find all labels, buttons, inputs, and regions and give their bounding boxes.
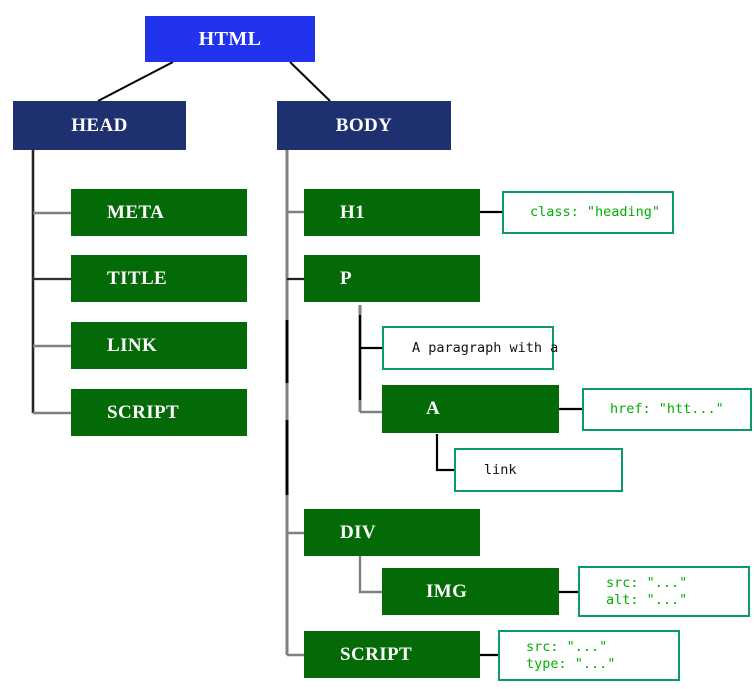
node-link-label: LINK	[107, 334, 158, 356]
node-head-script[interactable]: SCRIPT	[71, 389, 247, 436]
node-link[interactable]: LINK	[71, 322, 247, 369]
node-body-script-label: SCRIPT	[340, 643, 413, 665]
node-body-label: BODY	[335, 114, 393, 136]
edge-html-head	[97, 61, 174, 102]
node-h1-label: H1	[340, 201, 366, 223]
attr-script-src: src: "..."	[526, 638, 608, 655]
attr-img-alt: alt: "..."	[606, 591, 688, 608]
node-meta-label: META	[107, 201, 165, 223]
node-a[interactable]: A	[382, 385, 559, 433]
text-box-paragraph: A paragraph with a	[382, 326, 559, 370]
edge-a-text	[435, 434, 455, 472]
node-title-label: TITLE	[107, 267, 168, 289]
attr-box-h1-class: class: "heading"	[502, 191, 674, 234]
attr-a-href-line1: href: "htt..."	[610, 401, 724, 417]
node-body-script[interactable]: SCRIPT	[304, 631, 480, 678]
text-paragraph-line1: A paragraph with a	[412, 339, 559, 356]
node-html[interactable]: HTML	[145, 16, 315, 62]
edge-div-img	[358, 556, 383, 594]
attr-box-a-href: href: "htt..."	[582, 388, 752, 431]
node-img[interactable]: IMG	[382, 568, 559, 615]
attr-box-script: src: "..." type: "..."	[498, 630, 680, 681]
text-link-line1: link	[484, 461, 517, 478]
node-a-label: A	[426, 398, 441, 419]
text-box-link: link	[454, 448, 623, 492]
attr-h1-class-line1: class: "heading"	[530, 204, 661, 220]
attr-box-img: src: "..." alt: "..."	[578, 566, 750, 617]
node-html-label: HTML	[198, 27, 262, 50]
node-meta[interactable]: META	[71, 189, 247, 236]
node-h1[interactable]: H1	[304, 189, 480, 236]
node-img-label: IMG	[426, 580, 468, 602]
node-div-label: DIV	[340, 521, 377, 543]
edge-html-body	[289, 61, 331, 102]
node-p-label: P	[340, 267, 353, 289]
node-title[interactable]: TITLE	[71, 255, 247, 302]
node-head-script-label: SCRIPT	[107, 401, 180, 423]
attr-script-type: type: "..."	[526, 655, 616, 672]
node-head[interactable]: HEAD	[13, 101, 186, 150]
attr-img-src: src: "..."	[606, 574, 688, 591]
node-head-label: HEAD	[71, 114, 128, 136]
node-body[interactable]: BODY	[277, 101, 451, 150]
node-p[interactable]: P	[304, 255, 480, 302]
node-div[interactable]: DIV	[304, 509, 480, 556]
